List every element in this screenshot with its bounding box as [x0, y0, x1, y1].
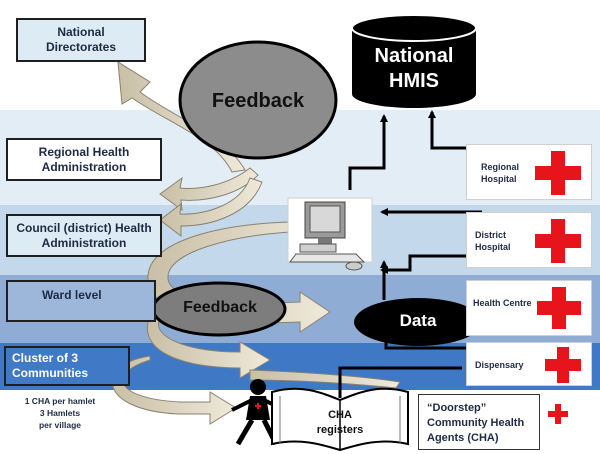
feedback-label-mid: Feedback: [183, 299, 257, 316]
feedback-arrow-to-cluster: [147, 315, 271, 379]
cha-person-icon: [231, 379, 285, 446]
national-directorates-box: National Directorates: [16, 18, 146, 62]
ward-level-box: Ward level: [6, 280, 156, 322]
council-health-box: Council (district) Health Administration: [6, 214, 162, 257]
doorstep-cha-box: “Doorstep” Community Health Agents (CHA): [418, 394, 540, 450]
regional-hospital-box: Regional Hospital: [466, 144, 592, 200]
feedback-arrow-cluster-right: [249, 369, 401, 389]
national-directorates-label: National Directorates: [45, 25, 117, 54]
data-label: Data: [399, 311, 437, 330]
health-centre-box: Health Centre: [466, 280, 592, 336]
health-centre-label: Health Centre: [473, 298, 532, 308]
regional-health-box: Regional Health Administration: [6, 138, 162, 181]
dispensary-box: Dispensary: [466, 342, 592, 386]
cha-ratio-text: 1 CHA per hamlet 3 Hamlets per village: [24, 396, 96, 430]
feedback-arrow-to-council: [159, 177, 263, 238]
district-hospital-label: District Hospital: [475, 230, 511, 253]
national-hmis-database: [351, 14, 477, 108]
feedback-ellipse-top: [178, 40, 338, 160]
computer-icon: [287, 197, 373, 271]
red-cross-icon: [548, 404, 568, 424]
red-cross-icon: [535, 219, 581, 263]
cha-registers-label: CHA registers: [316, 409, 364, 436]
council-health-label: Council (district) Health Administration: [16, 220, 152, 250]
red-cross-icon: [545, 347, 581, 383]
regional-health-label: Regional Health Administration: [38, 144, 130, 174]
red-cross-icon: [535, 151, 581, 195]
doorstep-cha-label: “Doorstep” Community Health Agents (CHA): [427, 402, 525, 444]
cluster-label: Cluster of 3 Communities: [12, 351, 89, 380]
cluster-box: Cluster of 3 Communities: [4, 346, 130, 386]
national-hmis-label: National HMIS: [374, 45, 454, 92]
dispensary-label: Dispensary: [475, 360, 524, 370]
red-cross-icon: [537, 287, 581, 329]
data-flow-arrows: [338, 110, 482, 398]
feedback-label-top: Feedback: [211, 90, 305, 112]
regional-hospital-label: Regional Hospital: [481, 162, 520, 185]
feedback-arrow-to-regional: [159, 167, 259, 212]
ward-level-label: Ward level: [42, 288, 102, 302]
district-hospital-box: District Hospital: [466, 212, 592, 268]
cha-registers-book: [271, 387, 409, 452]
